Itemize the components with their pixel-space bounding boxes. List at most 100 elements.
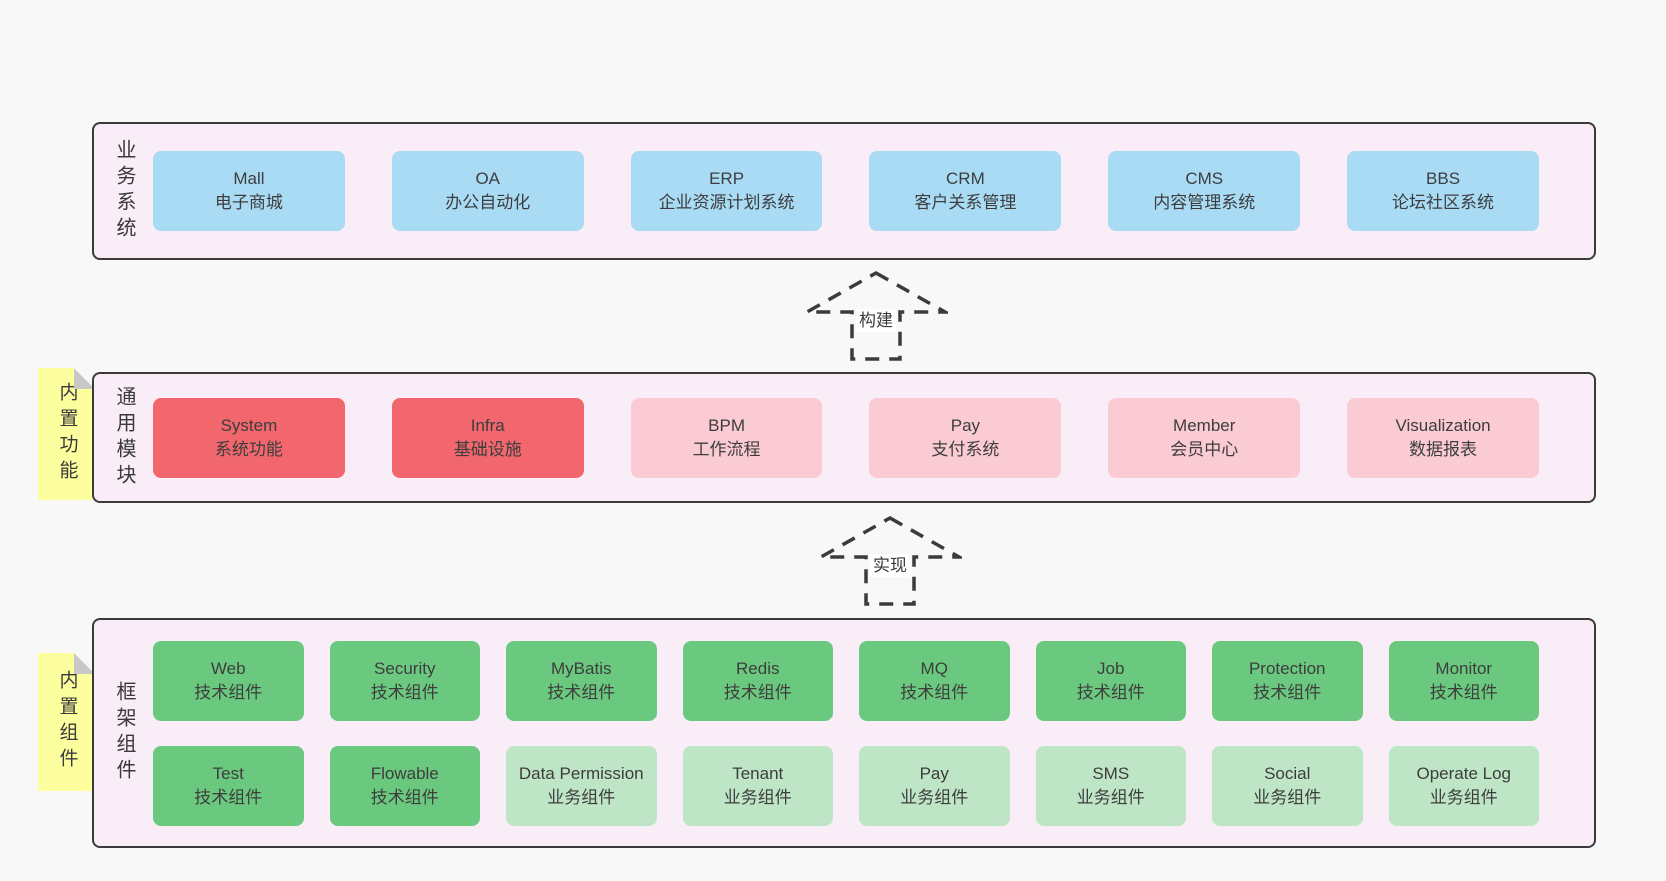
module-box-bbs: BBS 论坛社区系统 [1347, 151, 1539, 231]
module-title: Monitor [1435, 658, 1493, 678]
common-modules-row-container: System 系统功能 Infra 基础设施 BPM 工作流程 Pay 支付系统 Member 会… [141, 397, 1594, 478]
section-business-systems: 业务系统 Mall 电子商城 OA 办公自动化 ERP 企业资源计划系统 CRM 客户关系管理… [92, 122, 1596, 260]
module-title: OA [475, 169, 501, 188]
arrow-up-implement: 实现 [818, 515, 962, 607]
module-subtitle: 业务组件 [547, 787, 616, 807]
section-common-modules: 通用模块 System 系统功能 Infra 基础设施 BPM 工作流程 Pay 支付系统 Me… [92, 372, 1596, 503]
module-subtitle: 技术组件 [1076, 682, 1145, 702]
module-box-mybatis: MyBatis 技术组件 [506, 640, 657, 721]
module-subtitle: 业务组件 [1253, 787, 1322, 807]
module-box-crm: CRM 客户关系管理 [869, 151, 1062, 231]
module-subtitle: 业务组件 [723, 787, 792, 807]
module-subtitle: 数据报表 [1409, 439, 1478, 459]
module-box-member: Member 会员中心 [1108, 397, 1301, 478]
module-subtitle: 业务组件 [1429, 787, 1498, 807]
arrow-label-implement: 实现 [870, 554, 910, 577]
module-subtitle: 技术组件 [723, 682, 792, 702]
module-title: CRM [946, 169, 985, 188]
module-title: System [220, 415, 278, 435]
module-subtitle: 技术组件 [370, 787, 439, 807]
module-title: Test [212, 763, 244, 783]
component-row: System 系统功能 Infra 基础设施 BPM 工作流程 Pay 支付系统 Member 会… [153, 397, 1539, 478]
arrow-label-build: 构建 [856, 309, 896, 332]
module-subtitle: 内容管理系统 [1153, 193, 1256, 212]
module-box-data-permission: Data Permission 业务组件 [506, 745, 657, 826]
sticky-note-label: 内置组件 [56, 670, 78, 774]
module-subtitle: 论坛社区系统 [1392, 193, 1495, 212]
module-box-sms: SMS 业务组件 [1035, 745, 1186, 826]
module-title: CMS [1185, 169, 1224, 188]
module-title: Security [374, 658, 436, 678]
module-title: Data Permission [518, 763, 644, 783]
module-box-bpm: BPM 工作流程 [630, 397, 823, 478]
module-subtitle: 业务组件 [900, 787, 969, 807]
module-title: Member [1173, 415, 1236, 435]
module-subtitle: 企业资源计划系统 [658, 193, 795, 212]
module-box-mall: Mall 电子商城 [153, 151, 345, 231]
module-box-pay: Pay 支付系统 [869, 397, 1062, 478]
module-box-social: Social 业务组件 [1212, 745, 1363, 826]
module-box-flowable: Flowable 技术组件 [329, 745, 480, 826]
module-title: Pay [919, 763, 949, 783]
module-subtitle: 办公自动化 [445, 193, 531, 212]
module-box-pay: Pay 业务组件 [859, 745, 1010, 826]
sticky-note-label: 内置功能 [56, 382, 78, 486]
module-title: Social [1264, 763, 1311, 783]
module-subtitle: 工作流程 [692, 439, 761, 459]
module-box-oa: OA 办公自动化 [391, 151, 584, 231]
module-box-operate-log: Operate Log 业务组件 [1388, 745, 1539, 826]
module-box-tenant: Tenant 业务组件 [682, 745, 833, 826]
sticky-note-builtin-components: 内置组件 [38, 653, 95, 791]
module-title: Infra [470, 415, 505, 435]
module-title: Flowable [370, 763, 439, 783]
module-title: MyBatis [551, 658, 612, 678]
module-subtitle: 电子商城 [214, 193, 283, 212]
module-subtitle: 客户关系管理 [914, 193, 1017, 212]
module-box-erp: ERP 企业资源计划系统 [630, 151, 823, 231]
section-label-common-modules: 通用模块 [113, 385, 135, 490]
module-title: BPM [708, 415, 745, 435]
module-title: ERP [709, 169, 745, 188]
module-title: Tenant [732, 763, 784, 783]
component-row: Mall 电子商城 OA 办公自动化 ERP 企业资源计划系统 CRM 客户关系管理 CMS 内容… [153, 151, 1539, 231]
module-box-redis: Redis 技术组件 [682, 640, 833, 721]
module-title: SMS [1092, 763, 1130, 783]
module-title: Mall [233, 169, 265, 188]
module-title: Redis [736, 658, 780, 678]
section-label-business-systems: 业务系统 [113, 139, 135, 243]
module-box-web: Web 技术组件 [153, 640, 304, 721]
module-box-infra: Infra 基础设施 [391, 397, 584, 478]
module-box-monitor: Monitor 技术组件 [1388, 640, 1539, 721]
module-title: Operate Log [1416, 763, 1511, 783]
module-box-system: System 系统功能 [153, 397, 345, 478]
module-box-protection: Protection 技术组件 [1212, 640, 1363, 721]
module-title: Visualization [1395, 415, 1491, 435]
module-subtitle: 技术组件 [547, 682, 616, 702]
module-subtitle: 技术组件 [1429, 682, 1498, 702]
module-subtitle: 技术组件 [1253, 682, 1322, 702]
module-subtitle: 支付系统 [931, 439, 1000, 459]
arrow-up-build: 构建 [804, 270, 948, 362]
module-subtitle: 技术组件 [194, 682, 263, 702]
module-box-cms: CMS 内容管理系统 [1108, 151, 1301, 231]
module-title: Web [210, 658, 246, 678]
module-title: Pay [950, 415, 981, 435]
module-subtitle: 系统功能 [214, 439, 283, 459]
module-box-visualization: Visualization 数据报表 [1347, 397, 1539, 478]
module-box-job: Job 技术组件 [1035, 640, 1186, 721]
module-title: Job [1097, 658, 1125, 678]
sticky-note-builtin-functions: 内置功能 [38, 368, 95, 500]
module-title: BBS [1426, 169, 1461, 188]
module-subtitle: 会员中心 [1170, 439, 1239, 459]
module-subtitle: 基础设施 [453, 439, 522, 459]
module-title: Protection [1248, 658, 1326, 678]
module-title: MQ [920, 658, 948, 678]
module-subtitle: 业务组件 [1076, 787, 1145, 807]
business-systems-row-container: Mall 电子商城 OA 办公自动化 ERP 企业资源计划系统 CRM 客户关系管理 CMS 内容… [141, 151, 1594, 231]
section-label-framework-components: 框架组件 [113, 681, 135, 785]
